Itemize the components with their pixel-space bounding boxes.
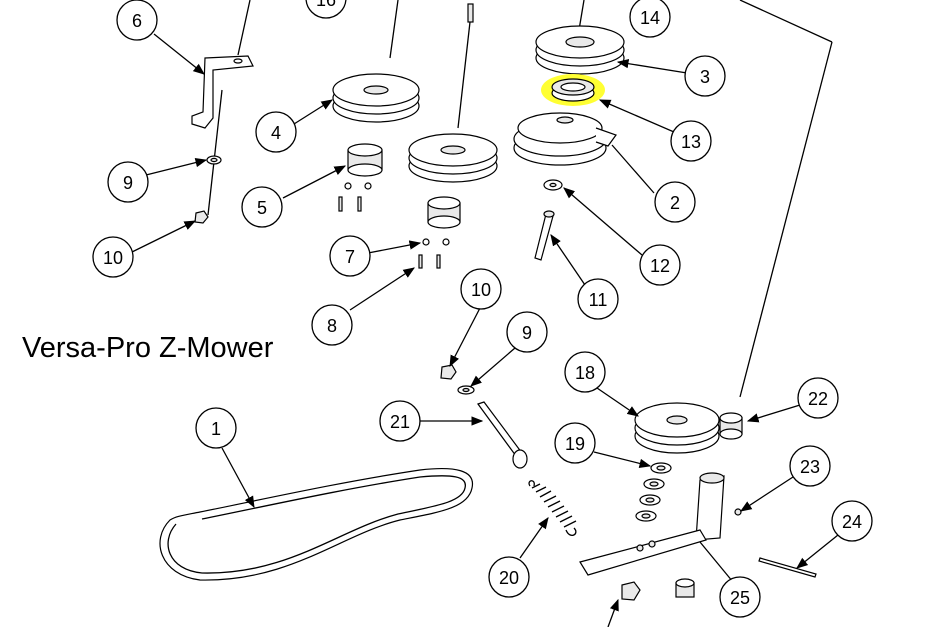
part-8-bolts (418, 254, 441, 269)
callout-7: 7 (329, 235, 371, 277)
callout-label: 25 (730, 588, 750, 608)
part-10-nut-upper (194, 210, 209, 224)
part-3-pulley (535, 25, 625, 75)
callout-21: 21 (379, 400, 421, 442)
callout-9: 9 (107, 161, 149, 203)
callout-13: 13 (670, 120, 712, 162)
callout-11: 11 (577, 278, 619, 320)
part-13-bushing-highlighted (541, 74, 605, 106)
part-19-washers (635, 462, 672, 522)
callout-5: 5 (241, 186, 283, 228)
callout-18: 18 (564, 351, 606, 393)
callout-1: 1 (195, 407, 237, 449)
callout-23: 23 (789, 445, 831, 487)
callout-9-lower: 9 (506, 311, 548, 353)
callout-24: 24 (831, 500, 873, 542)
part-22-bushing (719, 412, 743, 440)
part-20-spring (528, 480, 577, 536)
callout-label: 16 (316, 0, 336, 10)
callout-label: 20 (499, 568, 519, 588)
callout-25: 25 (719, 576, 761, 618)
part-6-bracket (191, 55, 254, 129)
callout-label: 12 (650, 256, 670, 276)
part-bottom-bushing (675, 578, 695, 598)
part-7-spacer (422, 196, 461, 246)
callout-20: 20 (488, 556, 530, 598)
callout-label: 3 (700, 67, 710, 87)
callout-label: 13 (681, 132, 701, 152)
part-5-spacer (347, 143, 383, 177)
part-23-screw (734, 508, 742, 516)
callout-label: 5 (257, 198, 267, 218)
callout-10-lower: 10 (460, 268, 502, 310)
callout-label: 1 (211, 419, 221, 439)
part-9-washer-upper (206, 155, 222, 165)
callout-label: 9 (123, 173, 133, 193)
callout-label: 10 (103, 248, 123, 268)
callout-14: 14 (629, 0, 671, 38)
part-16-pin (467, 3, 474, 23)
callout-label: 23 (800, 457, 820, 477)
callout-6: 6 (116, 0, 158, 41)
callout-label: 19 (565, 434, 585, 454)
part-4-pulley (332, 73, 420, 123)
callout-label: 22 (808, 389, 828, 409)
diagram-title: Versa-Pro Z-Mower (22, 332, 274, 364)
part-2-pulley (513, 112, 617, 166)
callout-8: 8 (311, 304, 353, 346)
part-10-nut-lower (440, 364, 457, 380)
part-24-pin (758, 557, 817, 578)
callout-16: 16 (305, 0, 347, 19)
callout-label: 8 (327, 316, 337, 336)
part-21-eye-bolt (477, 401, 528, 469)
part-9-washer-lower (457, 385, 475, 395)
callout-12: 12 (639, 244, 681, 286)
callout-label: 4 (271, 123, 281, 143)
callout-label: 6 (132, 11, 142, 31)
part-25-idler-arm (579, 472, 725, 576)
callout-label: 2 (670, 193, 680, 213)
callout-22: 22 (797, 377, 839, 419)
part-11-bolt (534, 210, 555, 261)
callout-10: 10 (92, 236, 134, 278)
part-1-belt (159, 467, 474, 581)
callouts: 16 14 6 3 4 13 5 2 9 10 7 12 11 8 10 9 1… (92, 0, 873, 618)
callout-4: 4 (255, 111, 297, 153)
callout-label: 7 (345, 247, 355, 267)
part-5-hardware (338, 182, 372, 212)
callout-label: 24 (842, 512, 862, 532)
callout-label: 9 (522, 323, 532, 343)
callout-label: 18 (575, 363, 595, 383)
part-center-pulley (408, 133, 498, 183)
callout-3: 3 (684, 55, 726, 97)
callout-19: 19 (554, 422, 596, 464)
callout-leaders (131, 33, 839, 627)
callout-label: 14 (640, 8, 660, 28)
assembly-lines (207, 0, 833, 398)
callout-2: 2 (654, 181, 696, 223)
part-bottom-nut (621, 581, 641, 601)
part-12-washer (543, 179, 563, 191)
callout-label: 10 (471, 280, 491, 300)
callout-label: 11 (589, 290, 608, 310)
part-18-pulley (634, 402, 720, 454)
callout-label: 21 (390, 412, 410, 432)
